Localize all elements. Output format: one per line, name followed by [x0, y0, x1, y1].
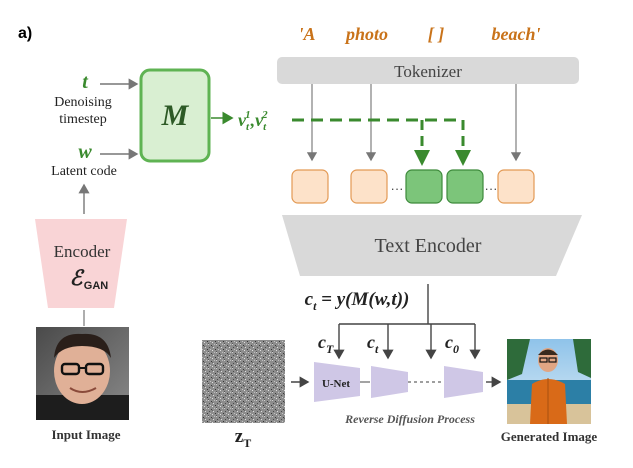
cond-label-0: c0 — [445, 332, 459, 356]
unet-label: U-Net — [322, 378, 350, 390]
learned-token-2 — [446, 169, 484, 204]
input-image-caption: Input Image — [52, 427, 121, 442]
generated-image — [507, 339, 591, 424]
cond-label-t: ct — [367, 332, 379, 356]
prompt-token-1: 'A — [298, 24, 315, 44]
token-embedding-2 — [350, 169, 388, 204]
generated-image-caption: Generated Image — [501, 429, 598, 444]
conditioning-equation: ct = y(M(w,t)) — [305, 289, 410, 313]
mapper-symbol: M — [161, 99, 190, 132]
gan-encoder-block — [35, 219, 127, 308]
encoder-symbol: ℰ — [70, 266, 85, 290]
ellipsis-dots-2: ··· — [485, 181, 498, 196]
token-embedding-4 — [497, 169, 535, 204]
noise-latent-image — [202, 340, 285, 423]
prompt-token-4: beach' — [492, 24, 541, 44]
mapper-network-box — [139, 68, 211, 163]
timestep-symbol: t — [82, 71, 89, 93]
input-image — [36, 327, 129, 420]
injection-arrowhead-2 — [455, 150, 471, 166]
injection-arrowhead-1 — [414, 150, 430, 166]
unet-block-1 — [314, 362, 360, 402]
cond-label-T: cT — [318, 332, 334, 356]
learned-token-1 — [405, 169, 443, 204]
prompt-token-2: photo — [344, 24, 388, 44]
noise-latent-label: zT — [235, 426, 251, 450]
prompt-token-3: [ ] — [428, 24, 445, 44]
tokenizer-box — [277, 57, 579, 84]
panel-label: a) — [18, 25, 32, 42]
reverse-diffusion-label: Reverse Diffusion Process — [344, 412, 475, 426]
timestep-caption-1: Denoising — [54, 95, 112, 110]
latent-code-caption: Latent code — [51, 164, 117, 179]
encoder-label: Encoder — [54, 242, 111, 261]
unet-block-3 — [444, 366, 483, 398]
text-encoder-label: Text Encoder — [375, 235, 482, 257]
ellipsis-dots-1: ··· — [391, 181, 404, 196]
latent-code-symbol: w — [78, 141, 92, 163]
encoder-subscript: GAN — [84, 280, 109, 292]
tokenizer-label: Tokenizer — [394, 62, 462, 81]
token-embedding-1 — [291, 169, 329, 204]
text-encoder-block — [282, 215, 582, 276]
mapper-output-label: vt1,vt2 — [238, 109, 268, 133]
timestep-caption-2: timestep — [59, 112, 106, 127]
unet-block-2 — [371, 366, 408, 398]
